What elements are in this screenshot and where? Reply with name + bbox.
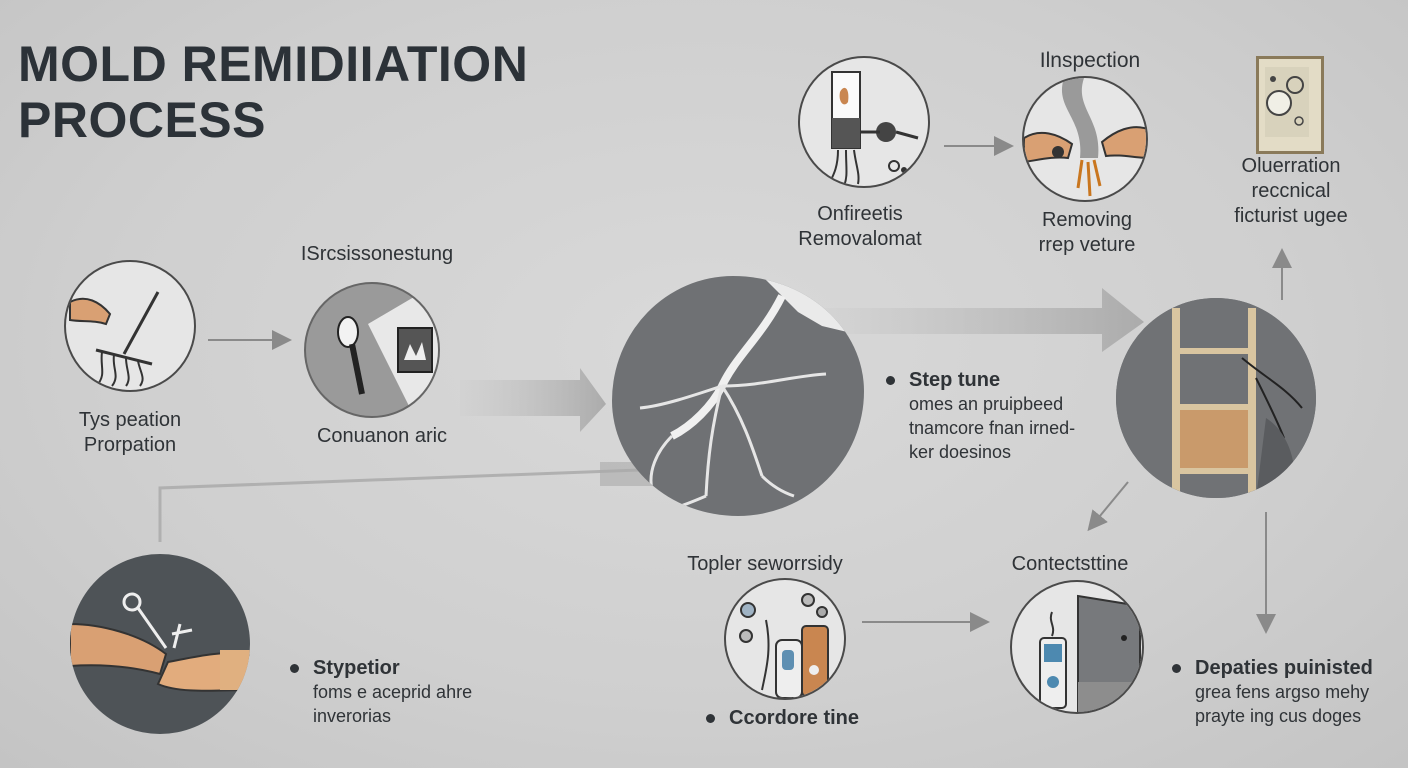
step-6-illustration (724, 578, 846, 700)
page-title: MOLD REMIDIIATION PROCESS (18, 36, 528, 148)
bullet-ccordore-tine-heading: Ccordore tine (706, 706, 926, 730)
bullet-step-tune-heading: Step tune (886, 368, 1126, 392)
step-5-label-line-1: Oluerration (1241, 155, 1341, 177)
step-5-illustration (1256, 56, 1324, 154)
step-3-illustration (798, 56, 930, 188)
bullet-stypetior-heading: Stypetior (290, 656, 550, 680)
scraper-icon (337, 284, 438, 416)
step-2-label: Conuanon aric (262, 424, 502, 449)
step-4-label: Removing rrep veture (1000, 208, 1174, 258)
step-1-label: Tys peation Prorpation (40, 408, 220, 458)
bullet-depaties-puinisted-line-2: prayte ing cus doges (1195, 706, 1362, 726)
bullet-stypetior: Stypetior foms e aceprid ahre inverorias (290, 656, 550, 728)
wall-cleaning-icon (1039, 594, 1142, 712)
bullet-step-tune-line-1: omes an pruipbeed (909, 394, 1064, 414)
step-2-heading-text: ISrcsissonestung (300, 243, 454, 265)
bullet-depaties-puinisted-heading: Depaties puinisted (1172, 656, 1402, 680)
step-7-heading-text: Contectsttine (1011, 553, 1129, 575)
step-6-heading: Topler seworrsidy (640, 552, 890, 577)
hands-inspection-icon (1024, 78, 1146, 197)
rake-hand-icon (69, 291, 160, 387)
step-4-heading-text: Ilnspection (1039, 49, 1141, 72)
mold-roots-illustration (612, 276, 864, 516)
step-4-illustration (1022, 76, 1148, 202)
step-1-label-line-2: Prorpation (83, 434, 177, 456)
sample-panel-icon (1265, 67, 1309, 137)
step-2-heading: ISrcsissonestung (262, 242, 492, 267)
step-3-label-line-2: Removalomat (798, 228, 922, 250)
step-1-label-line-1: Tys peation (78, 409, 182, 431)
spray-bottle-icon (739, 593, 829, 698)
shelf-illustration (1116, 298, 1316, 498)
step-4-heading: Ilnspection (1000, 48, 1180, 73)
shelf-icon (1116, 298, 1316, 498)
step-7-illustration (1010, 580, 1144, 714)
step-1-illustration (64, 260, 196, 392)
step-4-label-line-2: rrep veture (1038, 234, 1136, 256)
step-5-label-line-2: reccnical (1251, 180, 1331, 202)
step-5-label-line-3: ficturist ugee (1234, 205, 1348, 227)
vacuum-icon (829, 71, 919, 186)
bullet-step-tune-line-2: tnamcore fnan irned- (909, 418, 1076, 438)
hands-tools-icon (70, 592, 250, 692)
bullet-step-tune-line-3: ker doesinos (909, 442, 1012, 462)
bullet-step-tune: Step tune omes an pruipbeed tnamcore fna… (886, 368, 1126, 464)
bullet-stypetior-line-2: inverorias (313, 706, 392, 726)
bullet-depaties-puinisted-line-1: grea fens argso mehy (1195, 682, 1370, 702)
step-7-heading: Contectsttine (970, 552, 1170, 577)
step-4-label-line-1: Removing (1041, 209, 1133, 231)
step-6-heading-text: Topler seworrsidy (687, 553, 843, 575)
bullet-depaties-puinisted: Depaties puinisted grea fens argso mehy … (1172, 656, 1402, 728)
step-2-label-text: Conuanon aric (316, 425, 448, 447)
band-arrow-center-right (820, 288, 1144, 352)
step-hands-illustration (70, 554, 250, 734)
page-title-line-1: MOLD REMIDIIATION (18, 36, 529, 92)
band-arrow-2-center (460, 368, 606, 432)
bullet-ccordore-tine: Ccordore tine (706, 706, 926, 730)
step-3-label-line-1: Onfireetis (817, 203, 903, 225)
bullet-stypetior-line-1: foms e aceprid ahre (313, 682, 473, 702)
mold-roots-icon (639, 276, 864, 510)
page-title-line-2: PROCESS (18, 92, 267, 148)
step-2-illustration (304, 282, 440, 418)
connector-center-left (158, 468, 641, 542)
step-5-label: Oluerration reccnical ficturist ugee (1196, 154, 1386, 229)
step-3-label: Onfireetis Removalomat (760, 202, 960, 252)
